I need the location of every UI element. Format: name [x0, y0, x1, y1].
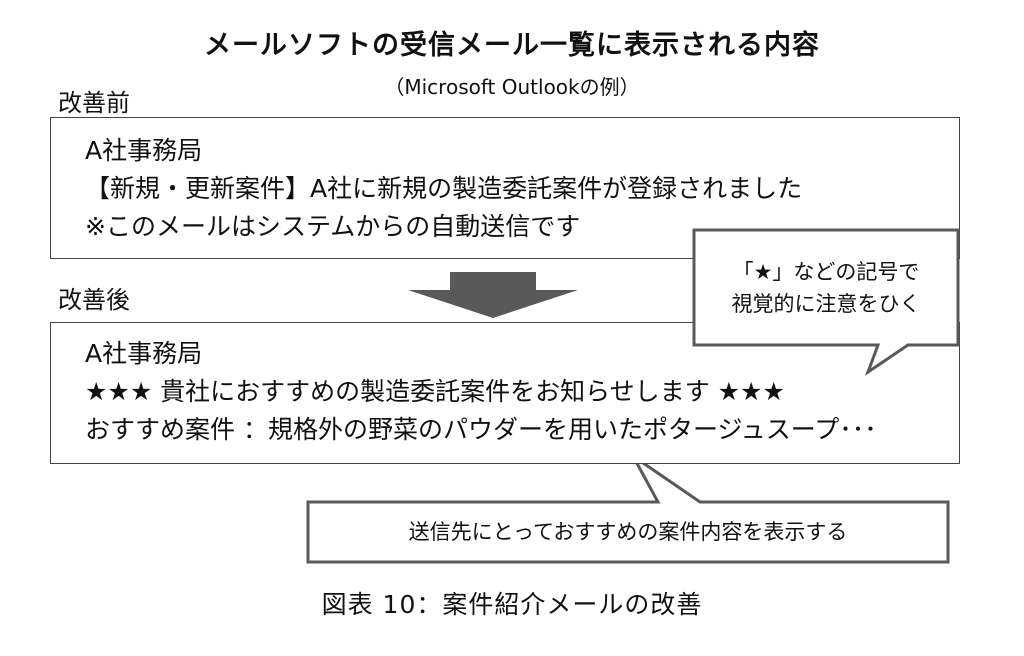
after-label: 改善後	[58, 286, 130, 314]
symbol-callout-text: 「★」などの記号で 視覚的に注意をひく	[694, 256, 958, 320]
after-mail-preview: おすすめ案件 ：規格外の野菜のパウダーを用いたポタージュスープ･･･	[85, 415, 877, 444]
after-mail-sender: A社事務局	[85, 339, 203, 368]
symbol-callout-line-1: 「★」などの記号で	[732, 260, 920, 284]
content-callout-text: 送信先にとっておすすめの案件内容を表示する	[408, 520, 848, 544]
symbol-callout-line-2: 視覚的に注意をひく	[731, 292, 921, 316]
before-mail-sender: A社事務局	[85, 136, 203, 165]
before-mail-subject: 【新規・更新案件】A社に新規の製造委託案件が登録されました	[85, 174, 803, 203]
before-label: 改善前	[58, 89, 130, 117]
after-mail-subject: ★★★ 貴社におすすめの製造委託案件をお知らせします ★★★	[85, 377, 785, 406]
diagram-subtitle: （Microsoft Outlookの例）	[384, 75, 640, 99]
symbol-callout-overlay-shape	[692, 228, 960, 376]
content-callout-shape	[306, 454, 950, 564]
diagram-title: メールソフトの受信メール一覧に表示される内容	[204, 30, 820, 61]
figure-caption: 図表 10：案件紹介メールの改善	[321, 590, 703, 619]
before-mail-preview: ※このメールはシステムからの自動送信です	[85, 212, 581, 241]
down-arrow-icon	[408, 272, 578, 318]
